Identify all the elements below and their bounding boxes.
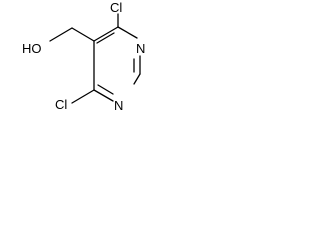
bond-c6-cl — [71, 89, 95, 104]
bond-n1-c6 — [93, 89, 114, 102]
bond-c4-c5-inner — [96, 32, 115, 44]
atom-label-hydroxyl: HO — [22, 41, 42, 56]
atom-label-n-right: N — [136, 41, 145, 56]
atom-label-cl-bottom: Cl — [55, 97, 67, 112]
bond-c2-n1 — [133, 73, 141, 85]
bond-c5-ch2 — [71, 27, 95, 42]
chemical-structure-diagram: Cl N N Cl HO — [22, 0, 145, 113]
atom-label-cl-top: Cl — [110, 0, 122, 15]
bond-c4-c5 — [93, 26, 119, 42]
atom-label-n-bottom: N — [114, 98, 123, 113]
bond-n1-c6-inner — [97, 84, 114, 95]
bond-ch2-oh — [49, 27, 73, 42]
bond-c4-n3 — [117, 26, 138, 39]
